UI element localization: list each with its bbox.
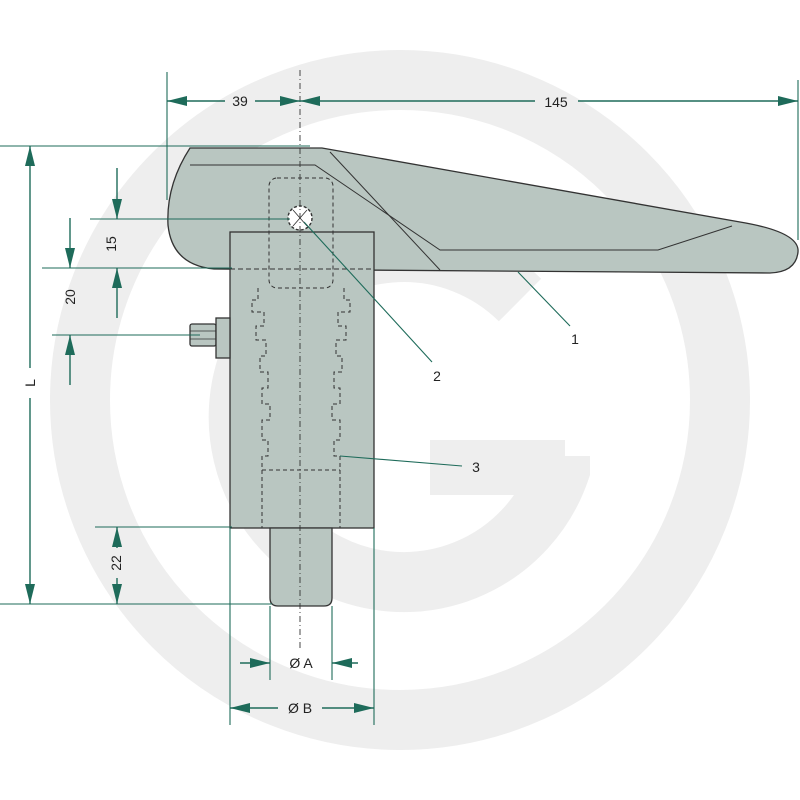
callout-part-1: 1 (571, 331, 579, 347)
dim-39-label: 39 (232, 93, 248, 109)
dim-15-label: 15 (103, 236, 119, 252)
lever-bevel-line (190, 164, 733, 251)
dim-L-label: L (22, 379, 38, 387)
callout-part-3: 3 (472, 459, 480, 475)
callout-part-2: 2 (433, 368, 441, 384)
lever-edge-line (329, 151, 441, 271)
shaft (269, 527, 333, 607)
hidden-lines (251, 177, 351, 528)
dim-145-label: 145 (544, 94, 568, 110)
dim-dia-b-label: Ø B (288, 700, 312, 716)
callout-leaders (303, 221, 571, 467)
dim-dia-a-label: Ø A (289, 655, 313, 671)
grease-nipple (189, 317, 231, 359)
dim-20-label: 20 (62, 289, 78, 305)
dim-22-label: 22 (108, 555, 124, 571)
clamp-body (229, 231, 375, 529)
leader-part-2 (303, 221, 433, 363)
extension-lines (0, 72, 799, 725)
dimension-lines (25, 96, 798, 713)
leader-part-3 (339, 455, 463, 467)
leader-part-1 (517, 271, 571, 327)
